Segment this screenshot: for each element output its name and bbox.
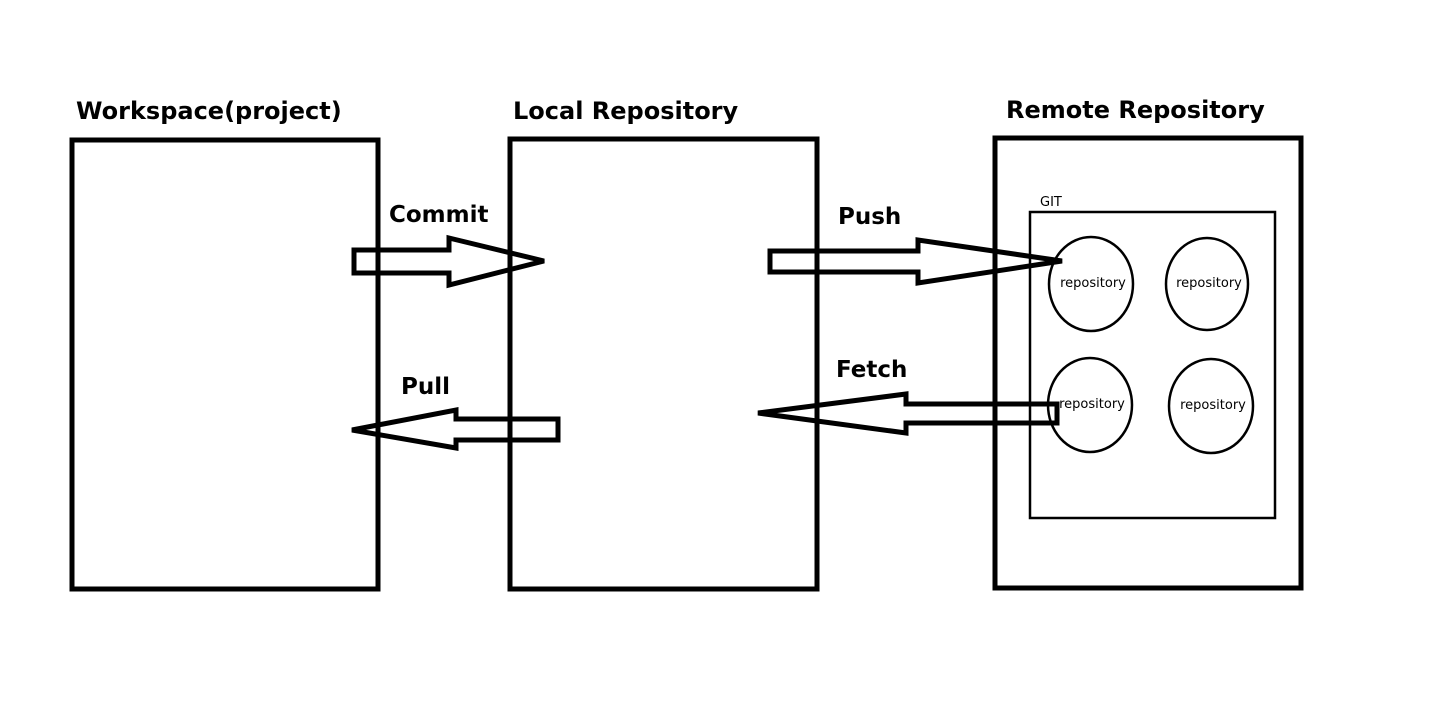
fetch-arrow	[757, 391, 1060, 436]
repository-node	[1164, 236, 1250, 332]
repository-label: repository	[1060, 276, 1126, 291]
workspace-box	[69, 137, 381, 592]
commit-label: Commit	[389, 202, 489, 228]
repository-label: repository	[1176, 276, 1242, 291]
repository-node	[1167, 357, 1255, 455]
push-label: Push	[838, 204, 901, 230]
local-repository-heading: Local Repository	[513, 97, 739, 125]
repository-label: repository	[1059, 397, 1125, 412]
local-repository-box	[507, 136, 820, 592]
remote-repository-box	[992, 135, 1304, 591]
repository-label: repository	[1180, 398, 1246, 413]
remote-repository-heading: Remote Repository	[1006, 96, 1265, 124]
workspace-heading: Workspace(project)	[76, 97, 342, 125]
pull-arrow	[351, 406, 561, 451]
push-arrow	[767, 237, 1063, 286]
commit-arrow	[351, 234, 545, 289]
pull-label: Pull	[401, 374, 450, 400]
git-box	[1028, 210, 1277, 520]
git-label: GIT	[1040, 195, 1062, 210]
fetch-label: Fetch	[836, 357, 907, 383]
repository-node	[1047, 235, 1135, 333]
